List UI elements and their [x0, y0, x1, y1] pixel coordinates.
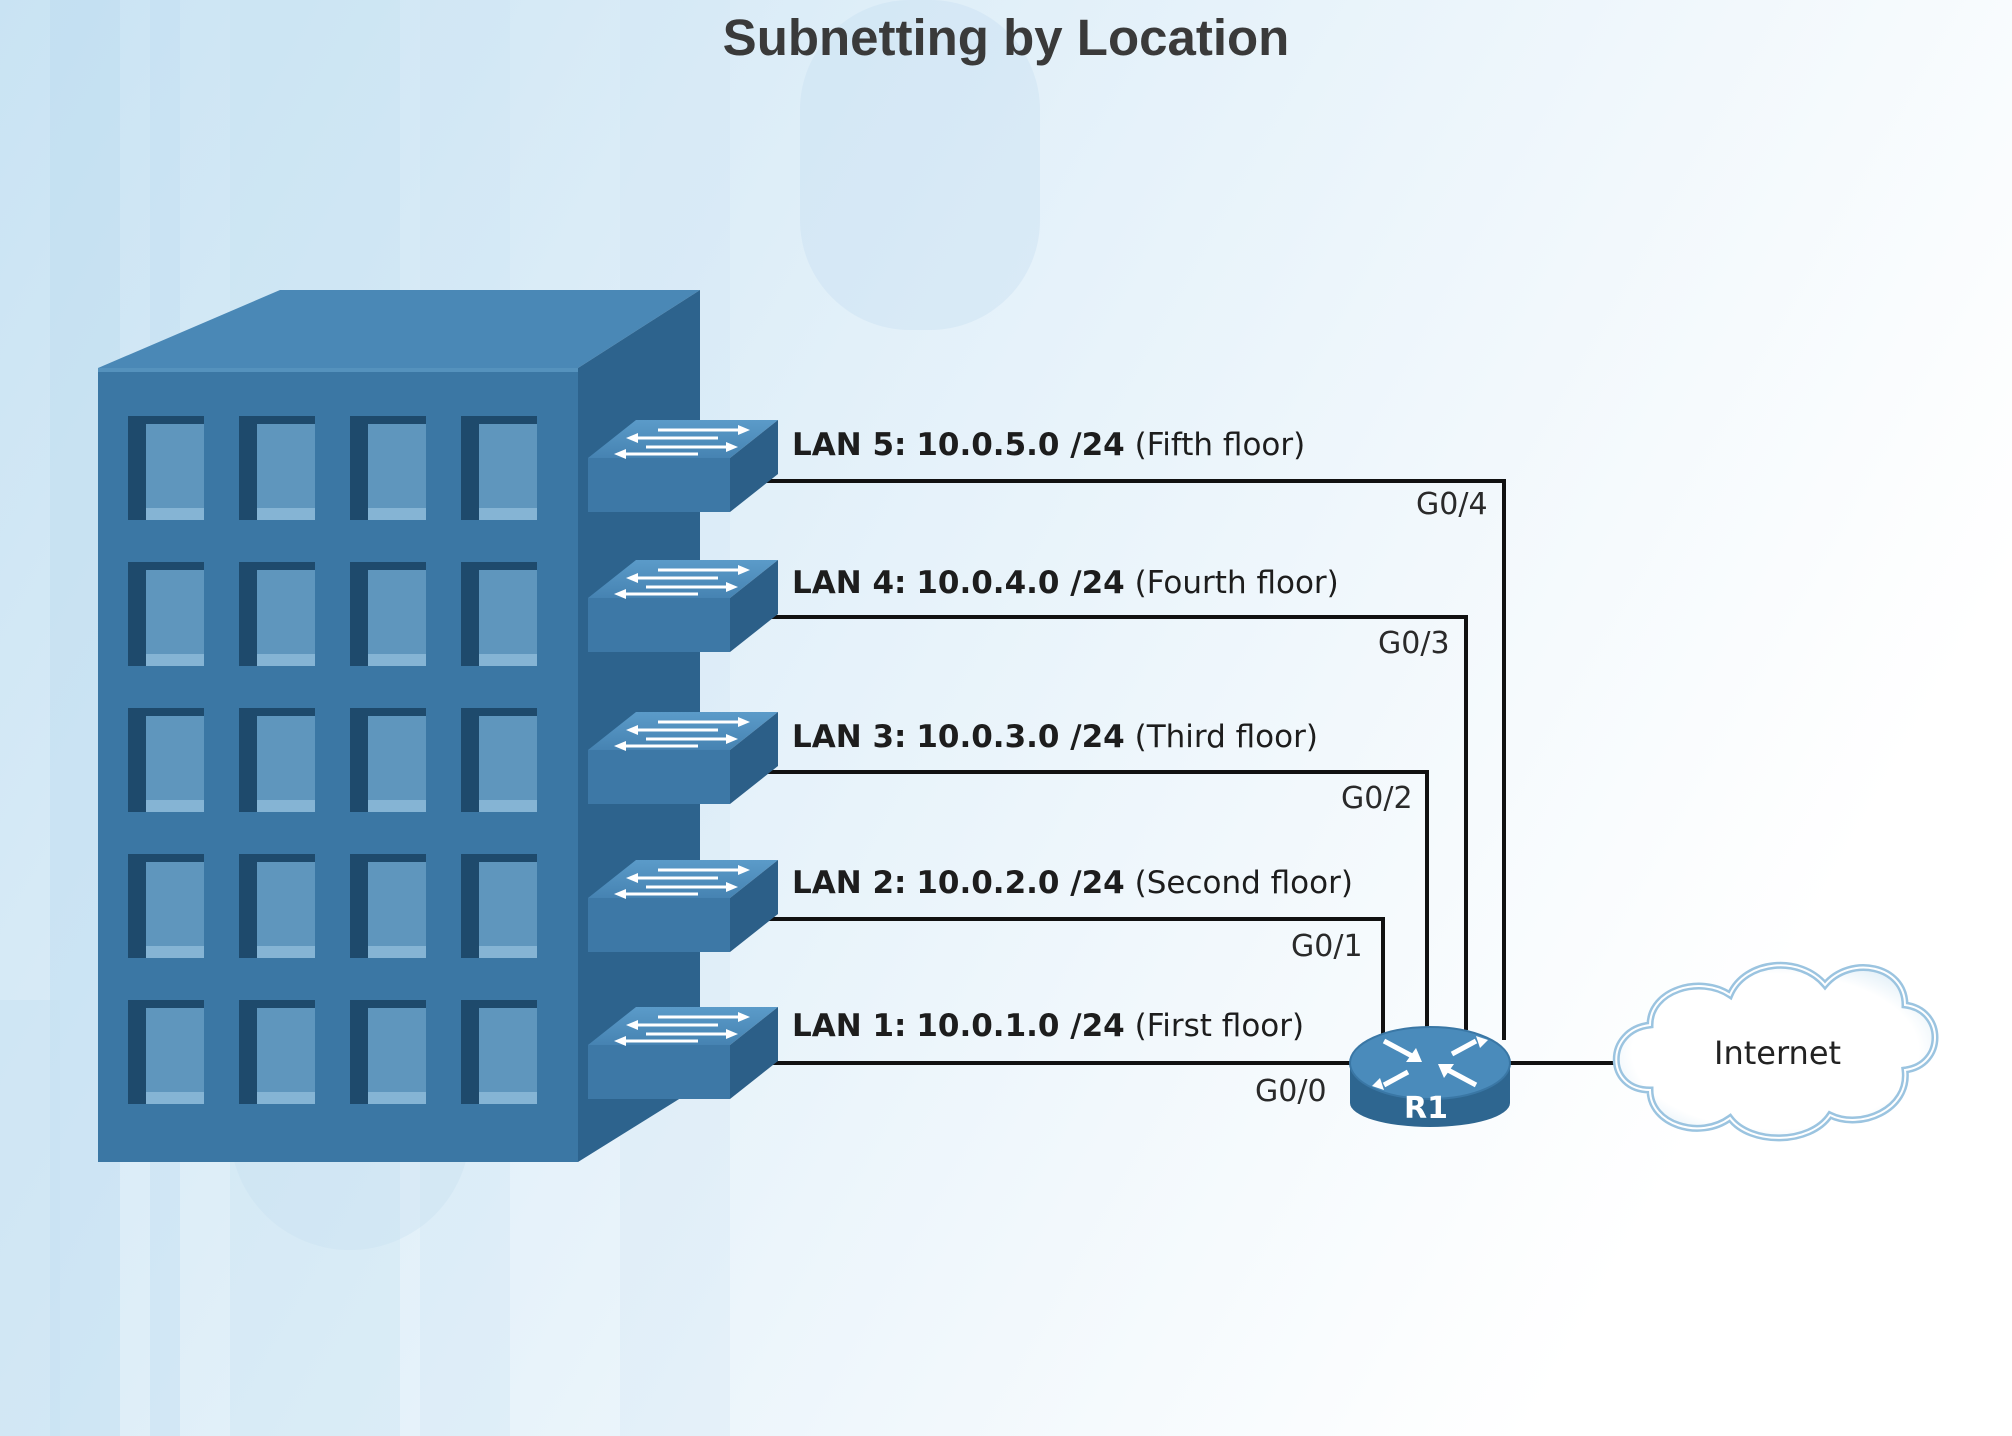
links: [760, 479, 1622, 1065]
lan-label: LAN 1: 10.0.1.0 /24 (First floor): [792, 1008, 1304, 1044]
lan-label: LAN 4: 10.0.4.0 /24 (Fourth floor): [792, 565, 1339, 601]
port-label: G0/4: [1416, 487, 1488, 522]
lan-label: LAN 2: 10.0.2.0 /24 (Second floor): [792, 865, 1353, 901]
router-icon: R1: [1349, 1026, 1511, 1127]
router-label: R1: [1404, 1091, 1448, 1126]
cloud-icon: Internet: [1612, 961, 1939, 1142]
port-label: G0/1: [1291, 929, 1363, 964]
link-lan2: [760, 917, 1385, 1040]
link-lan4: [760, 615, 1468, 1030]
port-label: G0/2: [1341, 781, 1413, 816]
lan-label: LAN 3: 10.0.3.0 /24 (Third floor): [792, 719, 1318, 755]
lan-label: LAN 5: 10.0.5.0 /24 (Fifth floor): [792, 427, 1305, 463]
diagram-title: Subnetting by Location: [722, 9, 1290, 66]
port-label: G0/0: [1255, 1074, 1327, 1109]
link-lan3: [760, 770, 1429, 1030]
port-label: G0/3: [1378, 626, 1450, 661]
link-lan5: [760, 479, 1506, 1040]
cloud-label: Internet: [1714, 1034, 1841, 1072]
